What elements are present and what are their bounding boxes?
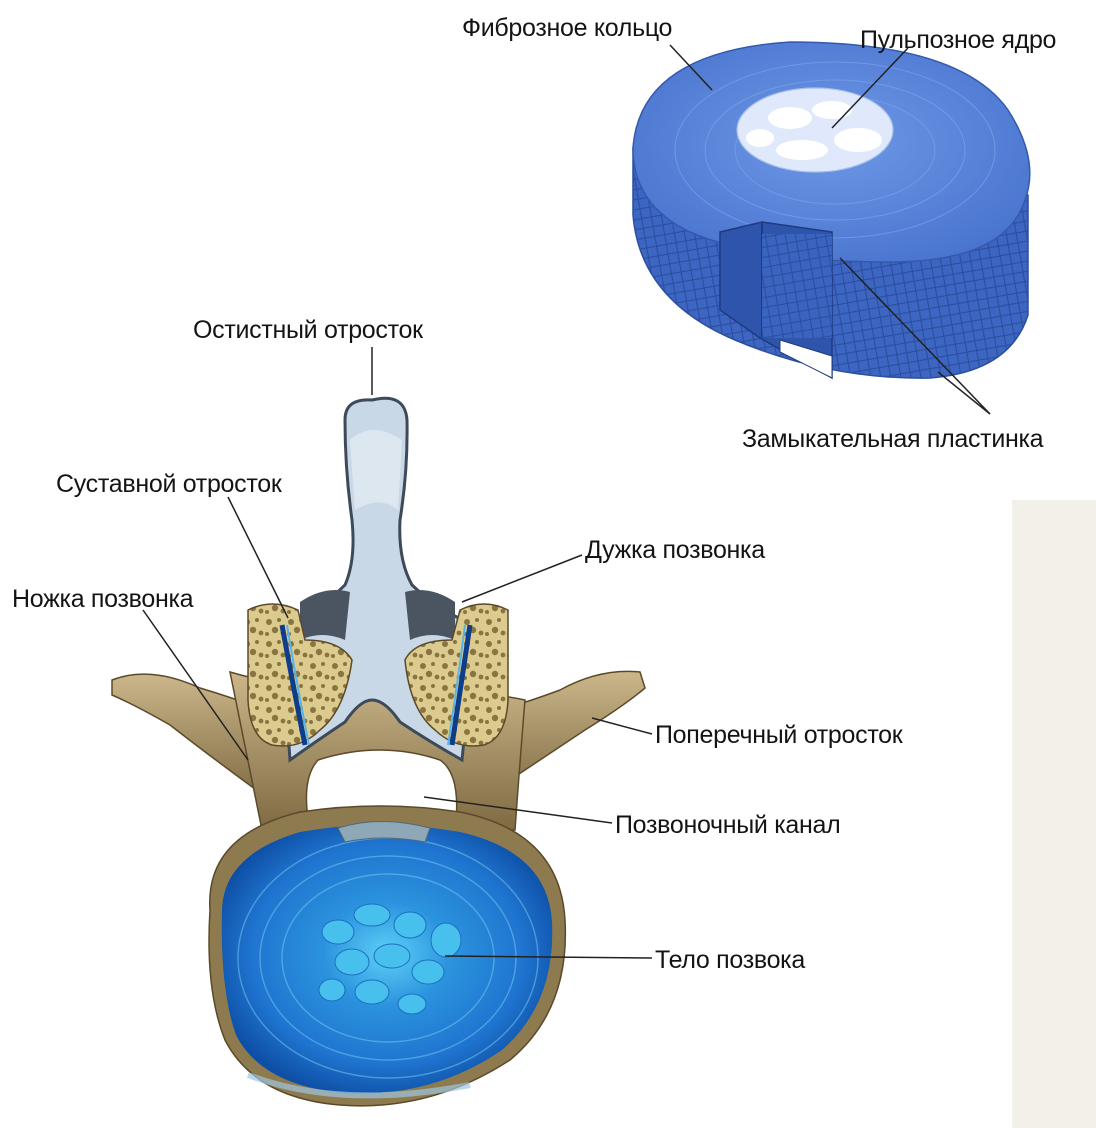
articular-cavity-right	[405, 590, 455, 640]
label-pedicle: Ножка позвонка	[12, 585, 194, 613]
label-annulus-fibrosus: Фиброзное кольцо	[462, 14, 672, 42]
nucleus-pulposus	[737, 88, 893, 172]
label-spinous-process: Остистный отросток	[193, 316, 424, 344]
label-vertebral-arch: Дужка позвонка	[585, 536, 765, 564]
label-end-plate: Замыкательная пластинка	[742, 425, 1044, 453]
label-transverse-process: Поперечный отросток	[655, 721, 904, 749]
intervertebral-disc	[633, 42, 1030, 378]
articular-cavity-left	[300, 590, 350, 640]
label-nucleus-pulposus: Пульпозное ядро	[860, 26, 1056, 54]
vertebra	[112, 398, 645, 1106]
label-vertebral-body: Тело позвока	[655, 946, 805, 974]
label-vertebral-canal: Позвоночный канал	[615, 811, 840, 839]
side-panel	[1012, 500, 1096, 1128]
label-articular-process: Суставной отросток	[56, 470, 283, 498]
